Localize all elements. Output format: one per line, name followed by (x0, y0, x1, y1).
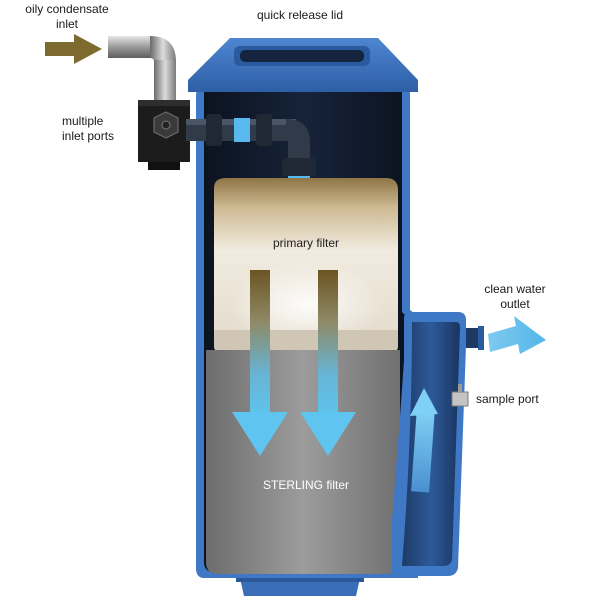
sterling-filter (206, 350, 400, 574)
label-sample-port: sample port (476, 392, 539, 406)
inlet-port-block (138, 100, 190, 170)
inlet-pipe (108, 36, 176, 104)
flow-down-arrow-left (232, 270, 288, 456)
outlet-riser-tube (392, 312, 484, 576)
quick-release-lid (188, 38, 418, 92)
primary-filter (214, 178, 398, 352)
label-multiple-inlet-ports: multiple inlet ports (62, 114, 115, 143)
sample-port-valve (451, 384, 469, 407)
label-primary-filter: primary filter (272, 236, 339, 250)
label-oily-condensate-inlet: oily condensate inlet (25, 2, 109, 31)
flow-down-arrow-right (300, 270, 356, 456)
label-quick-release-lid: quick release lid (256, 8, 344, 22)
inlet-arrow-icon (45, 34, 102, 64)
label-sterling-filter: STERLING filter (262, 478, 349, 492)
flow-up-arrow (410, 388, 438, 493)
internal-inlet-pipe (186, 114, 316, 184)
outlet-arrow-icon (488, 316, 546, 354)
label-clean-water-outlet: clean water outlet (484, 282, 546, 311)
lid-handle-slot (240, 50, 364, 62)
